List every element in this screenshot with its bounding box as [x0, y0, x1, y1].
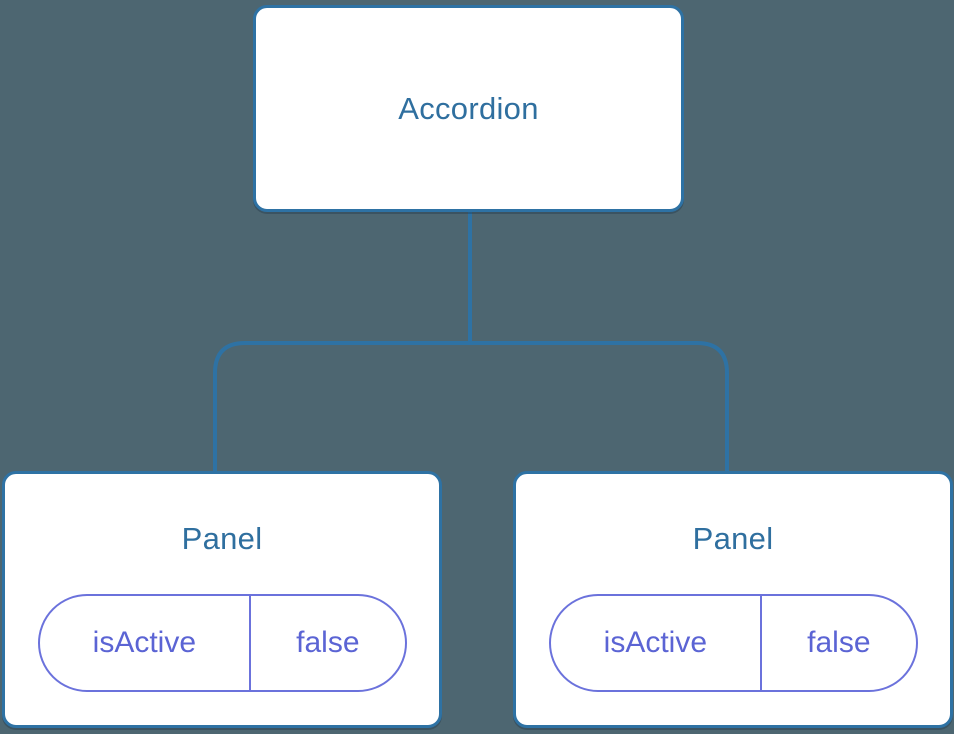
state-value-label: false — [807, 626, 871, 659]
connector-branch — [213, 341, 729, 474]
panel-node-2: Panel isActive false — [513, 471, 953, 728]
panel-node-2-label: Panel — [692, 521, 774, 556]
state-key-label: isActive — [551, 596, 763, 690]
state-value-label: false — [296, 626, 360, 659]
panel-node-1-label: Panel — [181, 521, 263, 556]
state-key-label: isActive — [40, 596, 252, 690]
panel-node-2-state-pill: isActive false — [548, 594, 918, 692]
accordion-node: Accordion — [253, 5, 684, 212]
accordion-node-label: Accordion — [398, 90, 539, 126]
panel-node-1: Panel isActive false — [2, 471, 442, 728]
panel-node-1-state-pill: isActive false — [37, 594, 407, 692]
